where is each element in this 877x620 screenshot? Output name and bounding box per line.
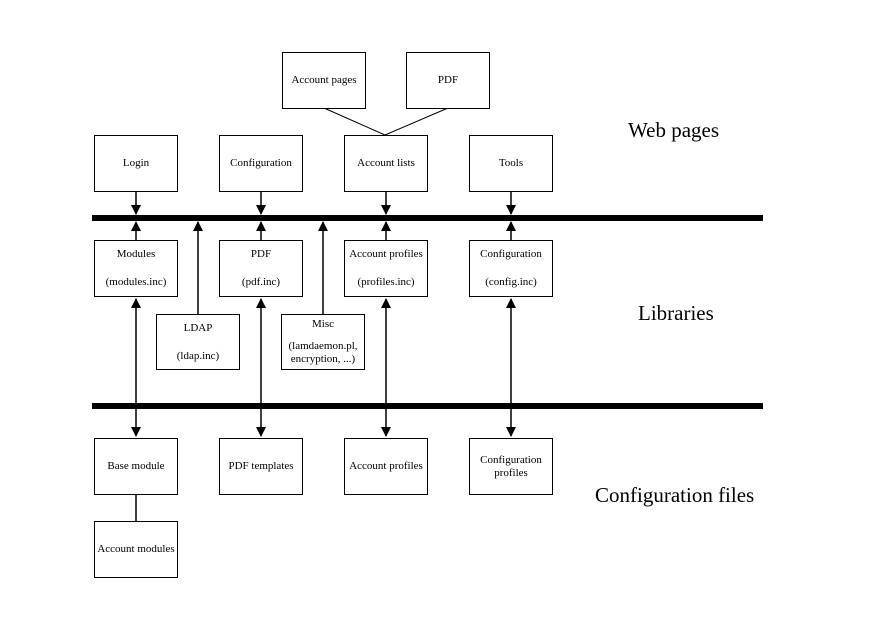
pdf-lib-box: PDF (pdf.inc) [219,240,303,297]
profiles-lib-title: Account profiles [349,248,423,260]
misc-lib-title: Misc [312,318,334,330]
misc-lib-line3: encryption, ...) [290,353,356,365]
base-module-label: Base module [107,460,165,472]
account-profiles-files-box: Account profiles [344,438,428,495]
modules-lib-file: (modules.inc) [105,276,167,288]
base-module-box: Base module [94,438,178,495]
libraries-heading: Libraries [638,301,714,325]
pdf-templates-box: PDF templates [219,438,303,495]
pdf-page-label: PDF [437,74,459,86]
ldap-lib-title: LDAP [183,321,213,334]
login-label: Login [122,157,150,169]
config-profiles-box: Configuration profiles [469,438,553,495]
pdf-page-connector [384,107,449,136]
configuration-page-label: Configuration [230,157,292,169]
modules-lib-title: Modules [116,248,156,260]
tools-label: Tools [498,157,524,169]
config-files-heading: Configuration files [595,483,755,507]
tools-box: Tools [469,135,553,192]
profiles-lib-box: Account profiles (profiles.inc) [344,240,428,297]
misc-lib-box: Misc (lamdaemon.pl, encryption, ...) [281,314,365,370]
config-profiles-line1: Configuration [480,453,542,466]
ldap-lib-box: LDAP (ldap.inc) [156,314,240,370]
account-modules-label: Account modules [97,543,175,555]
config-lib-file: (config.inc) [485,276,537,288]
account-profiles-files-label: Account profiles [349,460,423,472]
pdf-lib-file: (pdf.inc) [241,276,281,288]
modules-lib-box: Modules (modules.inc) [94,240,178,297]
ldap-lib-file: (ldap.inc) [176,349,220,362]
configuration-page-box: Configuration [219,135,303,192]
account-pages-connector [323,107,386,136]
config-profiles-line2: profiles [494,466,528,479]
misc-lib-line2: (lamdaemon.pl, [288,340,358,352]
account-lists-box: Account lists [344,135,428,192]
account-pages-box: Account pages [282,52,366,109]
pdf-templates-label: PDF templates [228,460,294,472]
web-pages-heading: Web pages [628,118,720,142]
login-box: Login [94,135,178,192]
account-lists-label: Account lists [357,157,415,169]
account-modules-box: Account modules [94,521,178,578]
pdf-lib-title: PDF [250,248,272,260]
account-pages-label: Account pages [291,74,357,86]
config-lib-box: Configuration (config.inc) [469,240,553,297]
profiles-lib-file: (profiles.inc) [357,276,415,288]
config-lib-title: Configuration [480,248,542,260]
pdf-page-box: PDF [406,52,490,109]
